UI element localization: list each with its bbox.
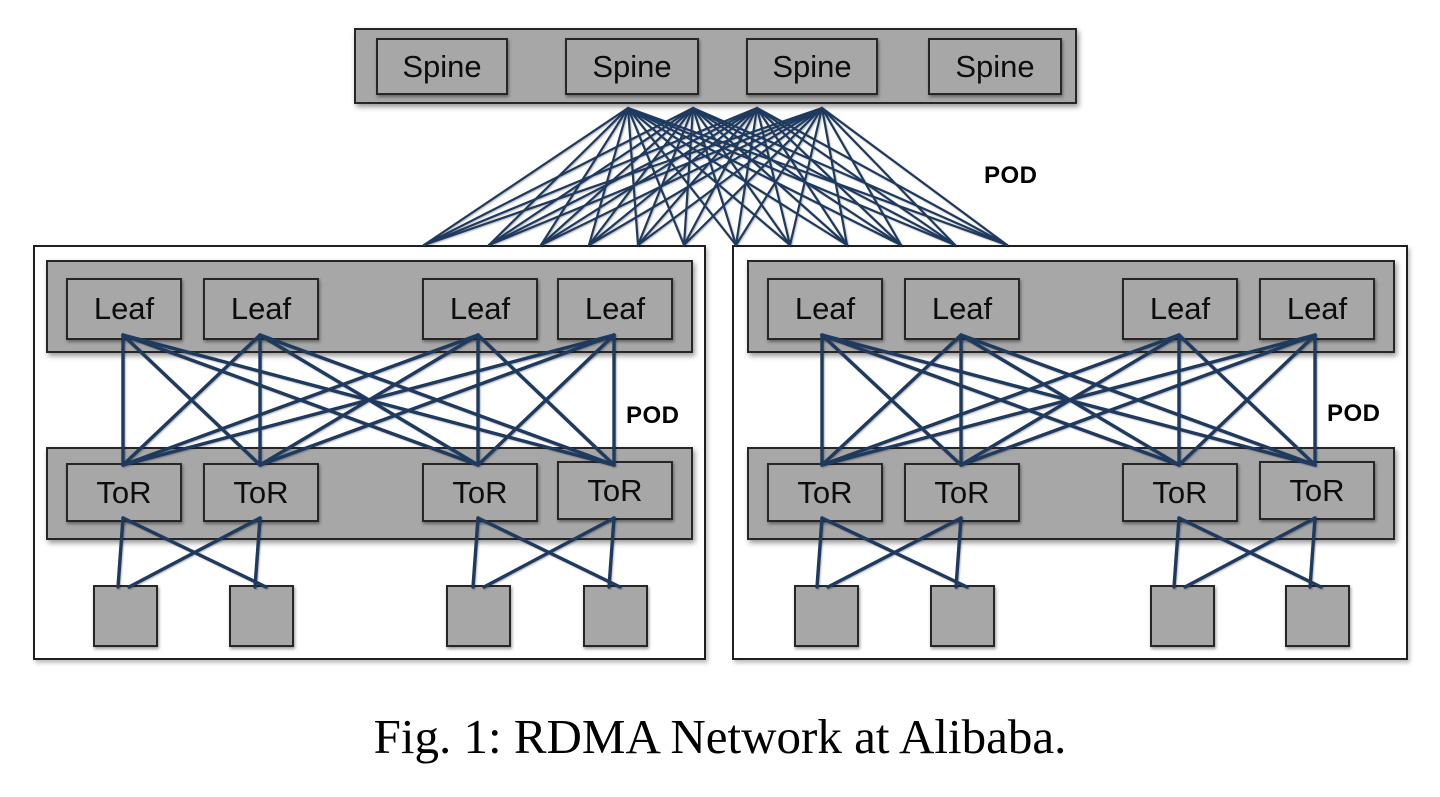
- tor-node: ToR: [422, 463, 538, 522]
- pod-label-left: POD: [626, 402, 680, 429]
- tor-node: ToR: [1259, 461, 1375, 520]
- tor-node: ToR: [1122, 463, 1238, 522]
- pod-right: Leaf Leaf Leaf Leaf POD ToR ToR ToR ToR: [732, 245, 1408, 660]
- leaf-node-label: Leaf: [794, 291, 856, 326]
- spine-node-label: Spine: [955, 48, 1035, 84]
- server-box: [93, 585, 158, 647]
- pod-label-top: POD: [984, 162, 1038, 189]
- tor-node-label: ToR: [587, 472, 643, 508]
- tor-node-label: ToR: [96, 474, 152, 510]
- tor-node-label: ToR: [1289, 472, 1345, 508]
- server-box: [1285, 585, 1350, 647]
- leaf-node: Leaf: [66, 278, 182, 340]
- spine-node: Spine: [565, 38, 699, 95]
- leaf-node: Leaf: [767, 278, 883, 340]
- leaf-node-label: Leaf: [931, 291, 993, 326]
- tor-node-label: ToR: [452, 474, 508, 510]
- leaf-node: Leaf: [203, 278, 319, 340]
- tor-node: ToR: [557, 461, 673, 520]
- leaf-node: Leaf: [904, 278, 1020, 340]
- leaf-node-label: Leaf: [1149, 291, 1211, 326]
- spine-node-label: Spine: [402, 48, 482, 84]
- leaf-node-label: Leaf: [230, 291, 292, 326]
- leaf-node-label: Leaf: [1286, 291, 1348, 326]
- spine-node: Spine: [746, 38, 878, 95]
- pod-left: Leaf Leaf Leaf Leaf POD ToR ToR ToR ToR: [33, 245, 706, 660]
- figure-caption: Fig. 1: RDMA Network at Alibaba.: [373, 709, 1067, 764]
- server-box: [229, 585, 294, 647]
- pod-label-right: POD: [1327, 400, 1381, 427]
- spine-node-label: Spine: [592, 48, 672, 84]
- server-box: [794, 585, 859, 647]
- spine-layer-bar: Spine Spine Spine Spine: [354, 28, 1077, 104]
- leaf-node: Leaf: [422, 278, 538, 340]
- spine-node: Spine: [376, 38, 508, 95]
- spine-node-label: Spine: [772, 48, 852, 84]
- leaf-node-label: Leaf: [449, 291, 511, 326]
- tor-node-label: ToR: [233, 474, 289, 510]
- server-box: [1150, 585, 1215, 647]
- leaf-node: Leaf: [1259, 278, 1375, 340]
- leaf-node: Leaf: [1122, 278, 1238, 340]
- leaf-node-label: Leaf: [93, 291, 155, 326]
- tor-node: ToR: [66, 463, 182, 522]
- server-box: [583, 585, 648, 647]
- tor-node-label: ToR: [934, 474, 990, 510]
- tor-node: ToR: [767, 463, 883, 522]
- tor-node-label: ToR: [1152, 474, 1208, 510]
- tor-node-label: ToR: [797, 474, 853, 510]
- leaf-node-label: Leaf: [584, 291, 646, 326]
- server-box: [930, 585, 995, 647]
- tor-node: ToR: [203, 463, 319, 522]
- server-box: [446, 585, 511, 647]
- spine-node: Spine: [928, 38, 1062, 95]
- tor-node: ToR: [904, 463, 1020, 522]
- leaf-node: Leaf: [557, 278, 673, 340]
